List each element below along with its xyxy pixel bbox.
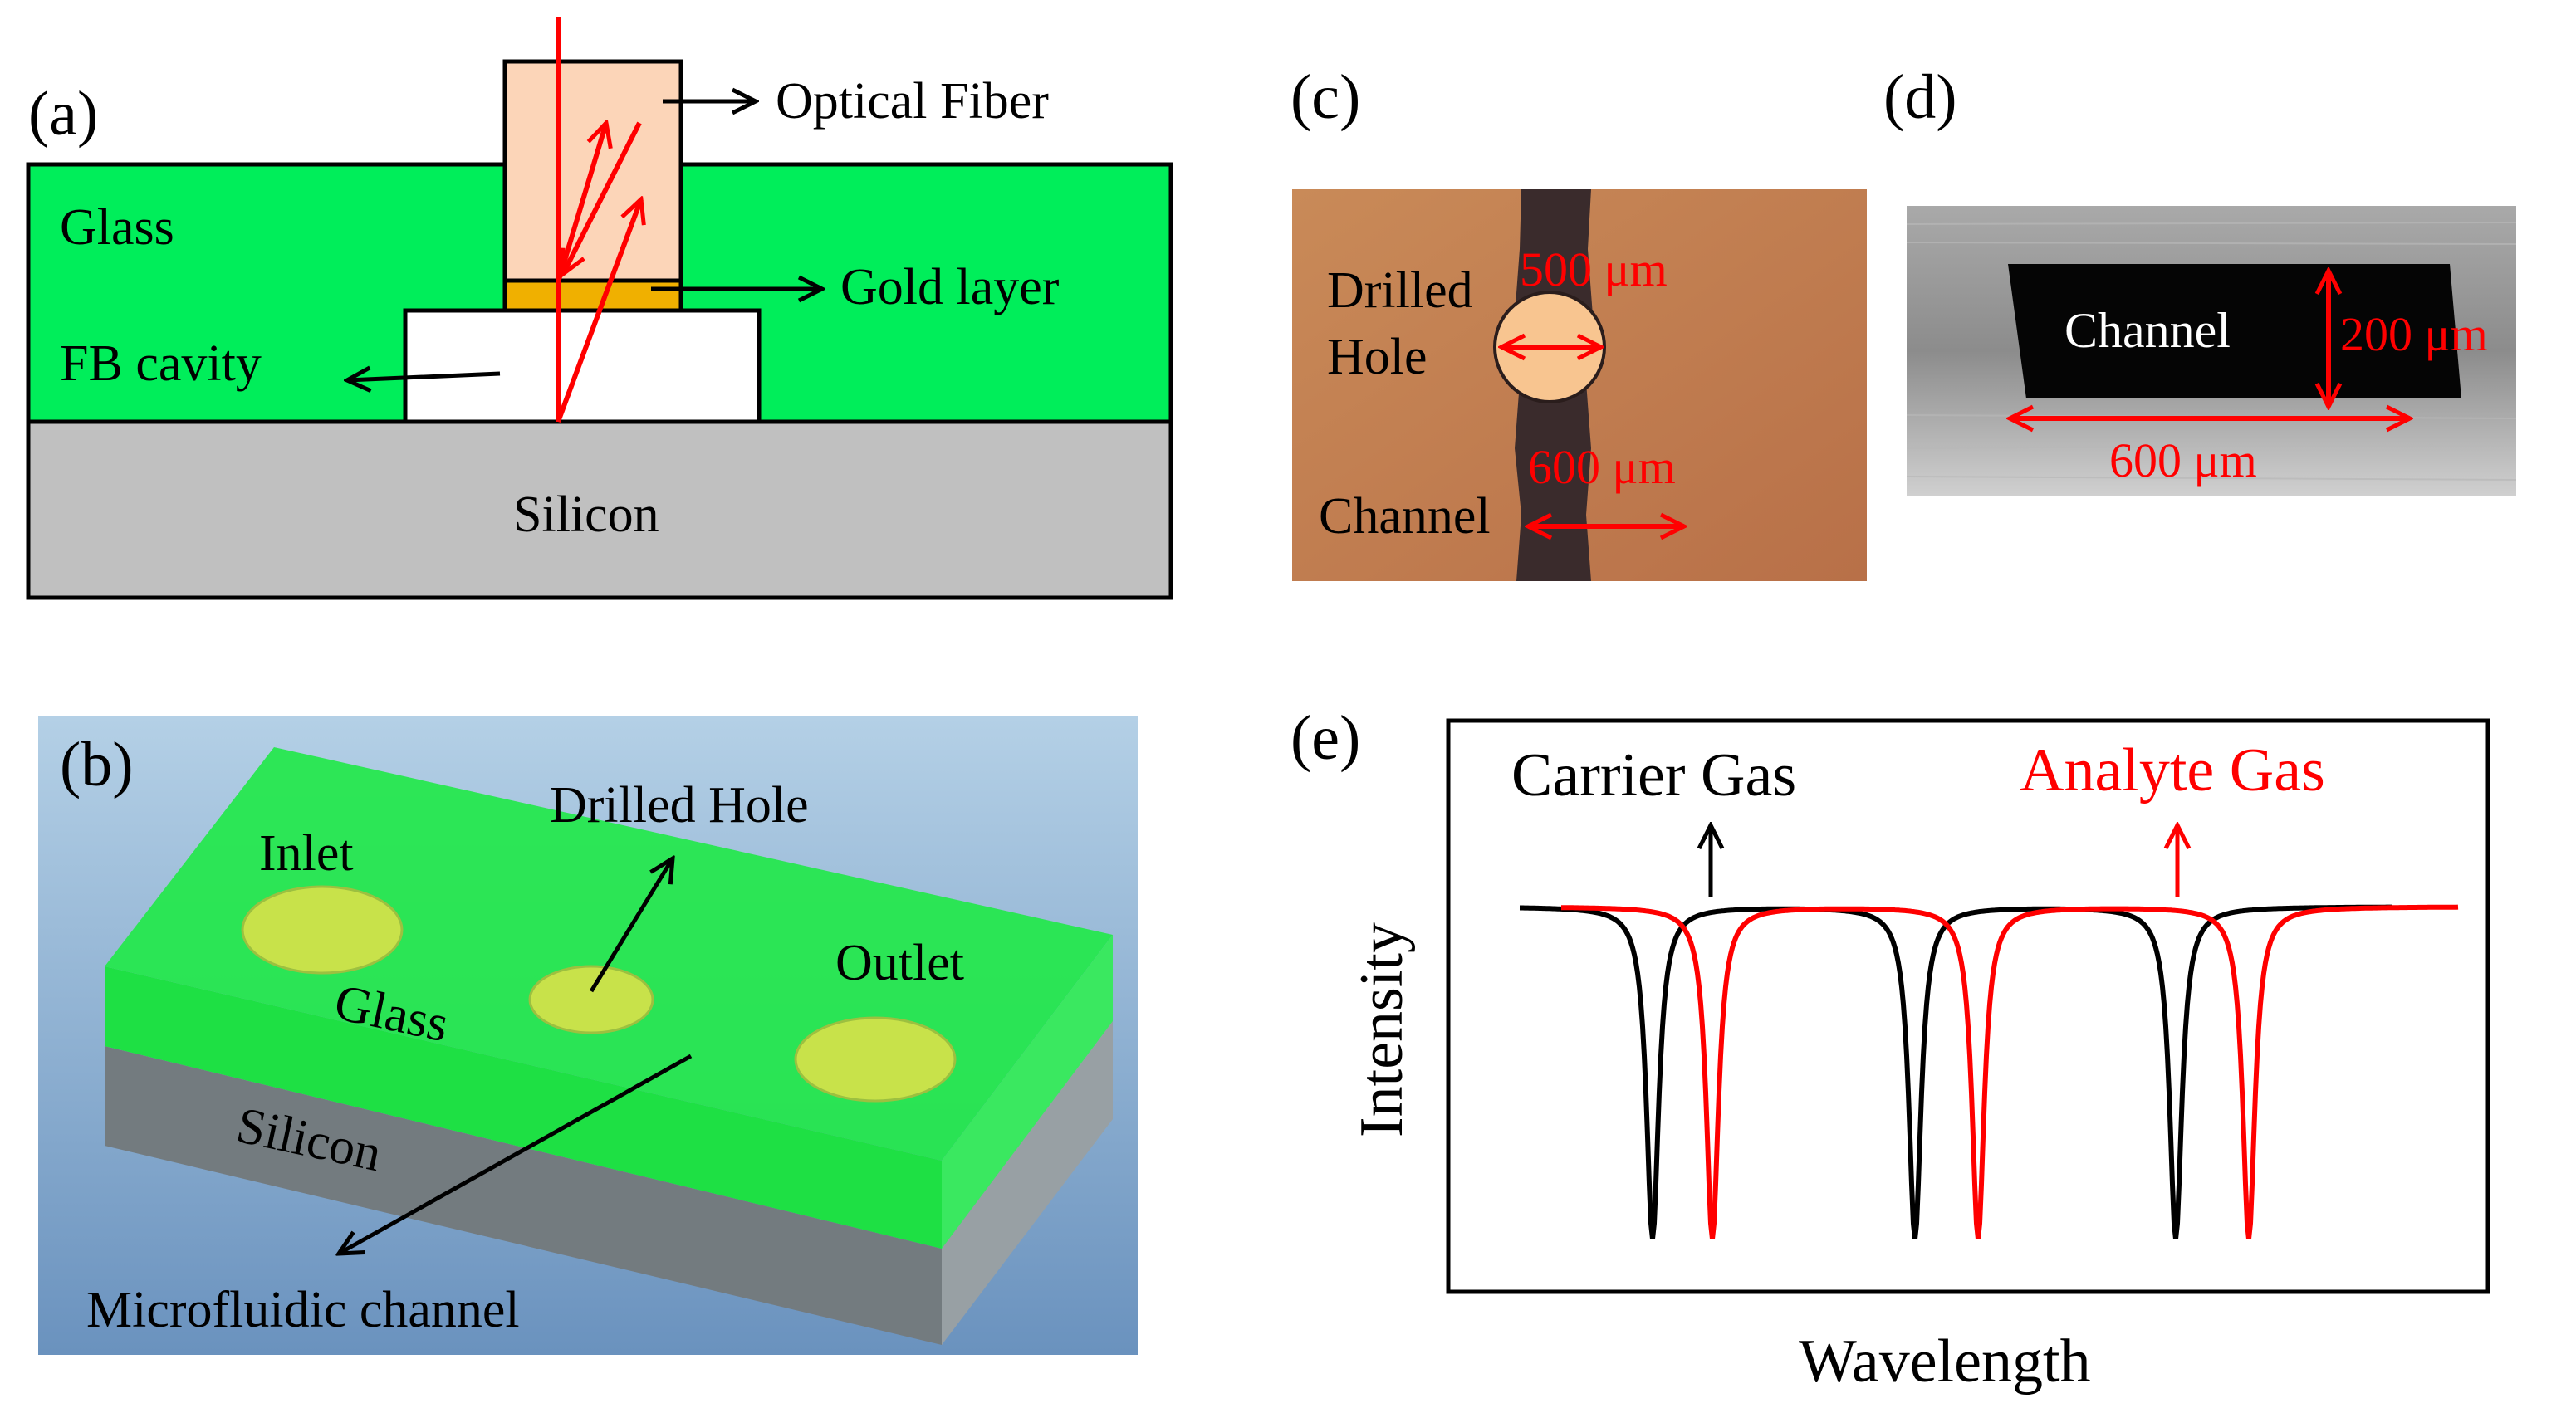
analyte-gas-label: Analyte Gas xyxy=(2020,736,2325,804)
light-rays xyxy=(556,17,641,423)
drilled-hole-top xyxy=(528,965,654,1034)
height-dim-label: 200 μm xyxy=(2340,307,2488,361)
panel-c-label: (c) xyxy=(1290,62,1360,132)
microfluidic-channel-arrow xyxy=(339,1054,693,1254)
drilled-hole-arrow xyxy=(589,858,673,993)
fb-cavity-label: FB cavity xyxy=(60,335,262,392)
silicon-layer xyxy=(26,419,1173,600)
inlet-hole xyxy=(241,885,404,975)
width-dim-label: 600 μm xyxy=(2109,433,2257,487)
analyte-gas-curve xyxy=(1561,904,2459,1239)
optical-fiber-label: Optical Fiber xyxy=(776,73,1049,130)
channel-label-c: Channel xyxy=(1319,488,1491,545)
wavelength-axis-label: Wavelength xyxy=(1799,1327,2091,1396)
drilled-label: Drilled xyxy=(1327,262,1473,319)
panel-a-label: (a) xyxy=(28,79,98,149)
panel-d-label: (d) xyxy=(1883,62,1957,132)
fb-cavity-arrow xyxy=(347,374,501,380)
inlet-label: Inlet xyxy=(259,825,354,882)
outlet-hole xyxy=(794,1016,957,1103)
sem-channel xyxy=(2008,264,2461,398)
microfluidic-channel-label: Microfluidic channel xyxy=(86,1282,520,1338)
glass-label: Glass xyxy=(60,199,174,256)
outlet-label: Outlet xyxy=(835,935,964,991)
panel-a: (a) Glass FB cavity Optical Fiber Gold l… xyxy=(26,17,1173,600)
channel-label-d: Channel xyxy=(2064,303,2231,358)
panel-d: (d) Channel 200 μm 600 μm xyxy=(1883,62,2517,496)
silicon-front xyxy=(105,1046,942,1345)
panel-e: (e) Carrier Gas Analyte Gas Intensity Wa… xyxy=(1290,703,2490,1396)
carrier-gas-label: Carrier Gas xyxy=(1511,741,1796,809)
drilled-hole-label: Drilled Hole xyxy=(550,777,809,834)
fb-cavity xyxy=(403,308,762,424)
glass-front xyxy=(105,966,942,1249)
silicon-label: Silicon xyxy=(513,486,659,543)
channel-dim-label: 600 μm xyxy=(1528,440,1676,494)
panel-b-label: (b) xyxy=(60,730,134,799)
intensity-axis-label: Intensity xyxy=(1348,922,1416,1137)
hole-dim-label: 500 μm xyxy=(1520,242,1668,296)
carrier-gas-curve xyxy=(1520,904,2392,1240)
glass-side xyxy=(942,935,1113,1249)
panel-b: (b) Inlet Drilled Hole Outlet Glass Sili… xyxy=(38,716,1138,1355)
gold-layer-label: Gold layer xyxy=(840,259,1060,315)
silicon-side xyxy=(942,1021,1113,1345)
panel-e-label: (e) xyxy=(1290,703,1360,773)
hole-label: Hole xyxy=(1327,329,1428,385)
panel-c: (c) 500 μm Drilled Hole 600 μm Channel xyxy=(1290,62,1867,581)
gold-layer xyxy=(502,278,683,313)
